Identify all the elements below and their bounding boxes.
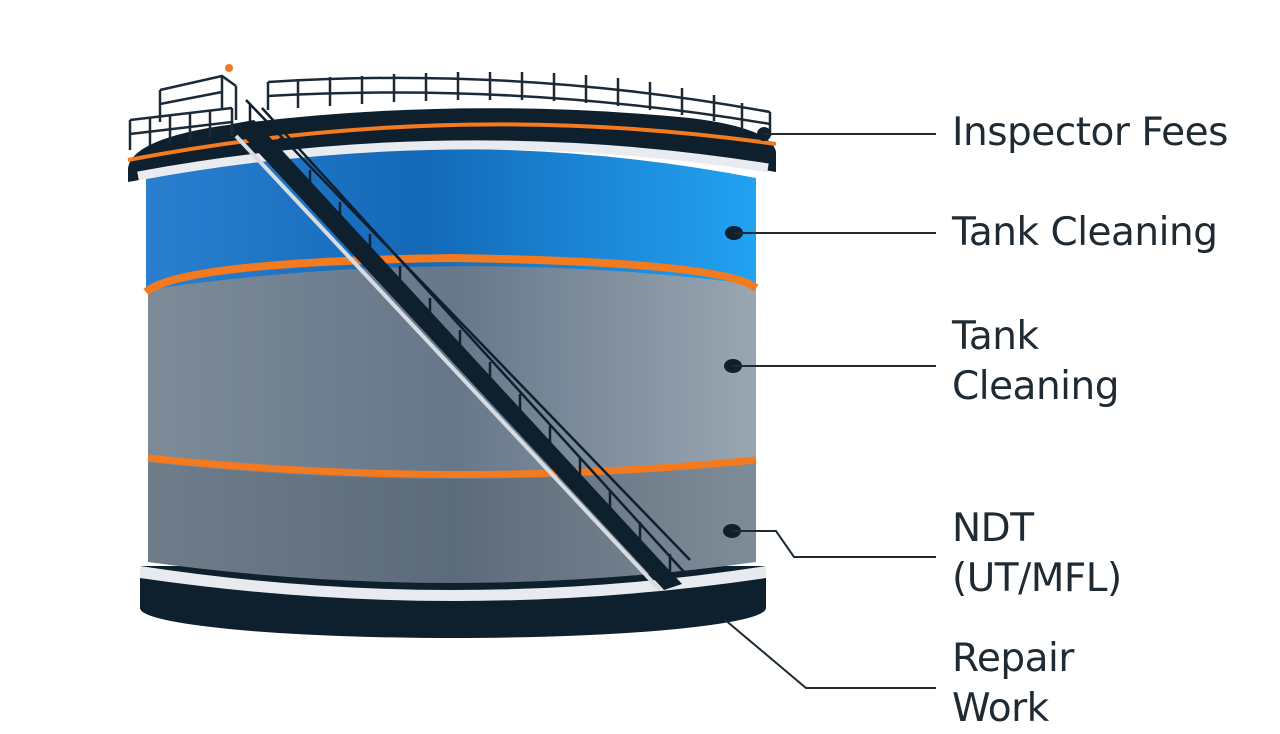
tank-middle-shell [148,265,756,479]
leader-tank-cleaning-1 [725,226,936,240]
leader-repair-work [723,618,936,689]
label-tank-cleaning: Tank Cleaning [952,210,1218,255]
tank-base [140,566,766,638]
label-ndt: NDT (UT/MFL) [952,506,1122,601]
tank-band-upper [143,253,759,296]
label-repair-work: Repair Work [952,636,1074,731]
leader-inspector-fees [757,127,936,141]
platform-railing [128,74,238,150]
leader-ndt [723,524,936,558]
leader-tank-cleaning-2 [724,359,936,373]
roof-railing [266,72,772,136]
label-tank-cleaning-stacked: Tank Cleaning [952,314,1120,409]
tank-lower-shell [148,460,756,583]
tank-roof [127,108,777,182]
beacon-light [225,64,233,72]
staircase [232,99,691,592]
tank-band-lower [147,454,757,479]
label-inspector-fees: Inspector Fees [952,110,1228,155]
